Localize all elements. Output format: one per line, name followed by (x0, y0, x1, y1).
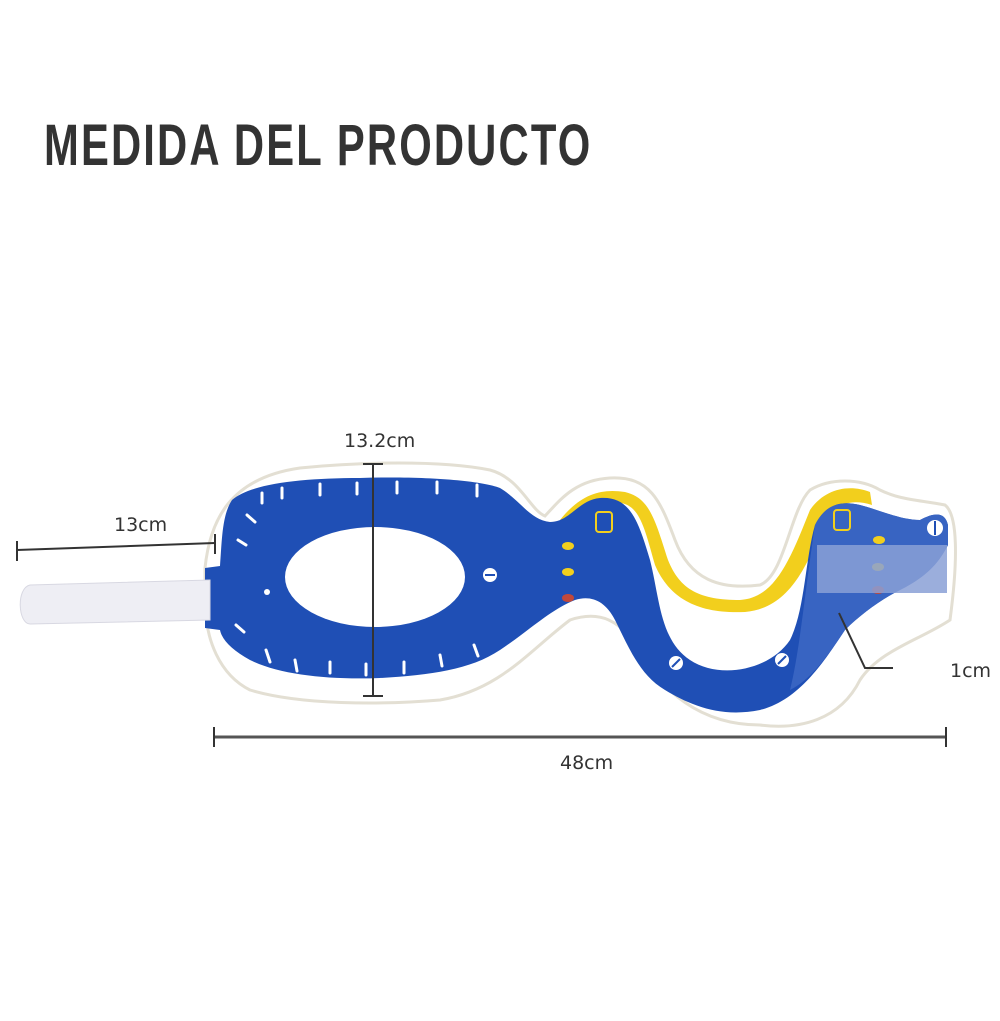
collar-yellow-layer (560, 488, 872, 613)
dimension-label-total-length: 48cm (560, 752, 614, 774)
dimension-label-thickness: 1cm (950, 660, 992, 682)
page-title: MEDIDA DEL PRODUCTO (44, 113, 593, 178)
frame-notches (234, 480, 480, 677)
dimension-label-strap-length: 13cm (114, 514, 168, 536)
screw-icons (483, 520, 943, 670)
chin-opening (285, 527, 465, 627)
strap (19, 579, 211, 625)
velcro-patch (817, 545, 947, 593)
buckle-icons (595, 509, 851, 533)
dimension-lines (16, 463, 947, 747)
dimension-label-height: 13.2cm (344, 430, 416, 452)
